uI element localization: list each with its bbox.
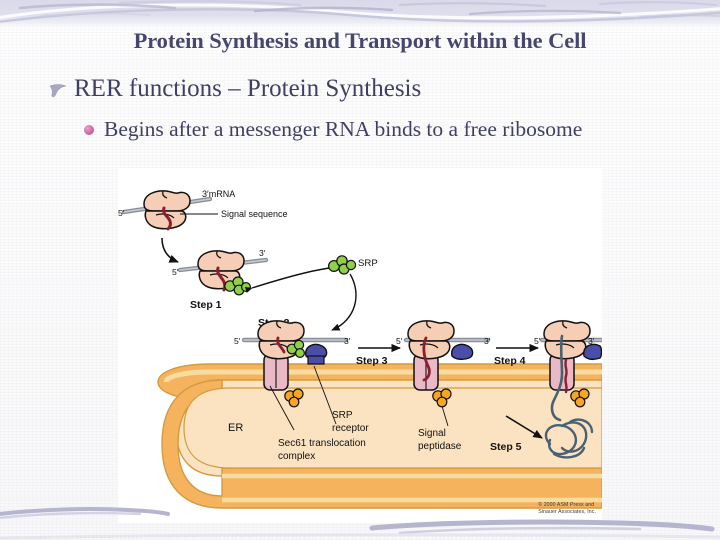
label-5p-step2: 5′: [234, 336, 241, 346]
folded-protein-icon: [544, 418, 594, 459]
label-srp-receptor-line1: SRP: [332, 410, 353, 421]
label-5p-step4: 5′: [534, 336, 541, 346]
label-sec61-line1: Sec61 translocation: [278, 438, 366, 449]
step4-elongation-group: 5′ 3′: [534, 320, 602, 422]
label-3p-step3: 3′: [484, 336, 491, 346]
step3-translocation-group: 5′ 3′: [396, 320, 491, 427]
label-step5: Step 5: [490, 441, 522, 453]
figure-svg: 5′ 3′mRNA Signal sequence 5′ 3′: [118, 189, 602, 509]
label-sec61-line2: complex: [278, 451, 315, 462]
bullet-item-level1: RER functions – Protein Synthesis: [48, 74, 688, 104]
bottom-decorative-wave: [0, 488, 720, 540]
protein-translocation-figure: 5′ 3′mRNA Signal sequence 5′ 3′: [118, 168, 602, 523]
figure-credit-line2: Sinauer Associates, Inc.: [538, 509, 596, 516]
top-band-waves: [0, 0, 720, 23]
figure-credit: © 2000 ASM Press and Sinauer Associates,…: [538, 502, 596, 517]
label-signal-peptidase-line1: Signal: [418, 428, 446, 439]
label-srp-receptor-line2: receptor: [332, 423, 369, 434]
er-membrane-group: ER: [157, 363, 602, 509]
step4-arrow-group: Step 4: [494, 343, 539, 367]
label-step3: Step 3: [356, 355, 388, 367]
pink-dot-bullet-icon: [84, 116, 104, 135]
label-five-prime-a: 5′: [118, 208, 125, 218]
label-signal-peptidase-line2: peptidase: [418, 441, 462, 452]
label-five-prime-b: 5′: [172, 267, 179, 277]
bullet-level2-label: Begins after a messenger RNA binds to a …: [104, 117, 583, 141]
label-three-prime-b: 3′: [259, 248, 266, 258]
label-srp: SRP: [358, 258, 378, 269]
step1-free-ribosome-group: 5′ 3′mRNA Signal sequence: [118, 189, 288, 263]
top-decorative-band: [0, 0, 720, 26]
signal-peptidase-icon-3: [570, 388, 590, 408]
bullet-level1-label: RER functions – Protein Synthesis: [74, 75, 422, 102]
step5-folded-protein-group: Step 5: [490, 415, 594, 459]
figure-credit-line1: © 2000 ASM Press and: [538, 501, 595, 508]
wave-bullet-icon: [48, 74, 74, 104]
step3-arrow-group: Step 3: [356, 343, 401, 367]
label-step4: Step 4: [494, 355, 526, 367]
figure-bottom-labels: SRP receptor Sec61 translocation complex…: [278, 410, 462, 462]
label-er: ER: [228, 422, 243, 434]
srp-free-group: SRP: [244, 255, 378, 331]
srp-docked-icon: [286, 339, 306, 359]
bullet-item-level2: Begins after a messenger RNA binds to a …: [84, 116, 624, 143]
bottom-wave-strokes: [0, 507, 720, 540]
label-3p-step4: 3′: [588, 336, 595, 346]
label-5p-step3: 5′: [396, 336, 403, 346]
label-step1: Step 1: [190, 299, 222, 311]
srp-free-icon: [328, 255, 357, 275]
label-signal-sequence: Signal sequence: [221, 209, 288, 219]
slide-title: Protein Synthesis and Transport within t…: [133, 28, 587, 53]
srp-bound-icon: [224, 276, 251, 296]
label-3p-step2: 3′: [344, 336, 351, 346]
step1-srp-binding-group: 5′ 3′ Step 1: [172, 248, 269, 311]
srp-receptor-icon-2: [451, 343, 474, 361]
step2-docking-group: 5′ 3′ Step 2: [234, 317, 351, 431]
label-mrna: 3′mRNA: [202, 189, 235, 199]
srp-receptor-icon-3: [583, 343, 602, 361]
signal-peptidase-icon-2: [432, 388, 452, 408]
signal-peptidase-icon-1: [284, 388, 304, 408]
